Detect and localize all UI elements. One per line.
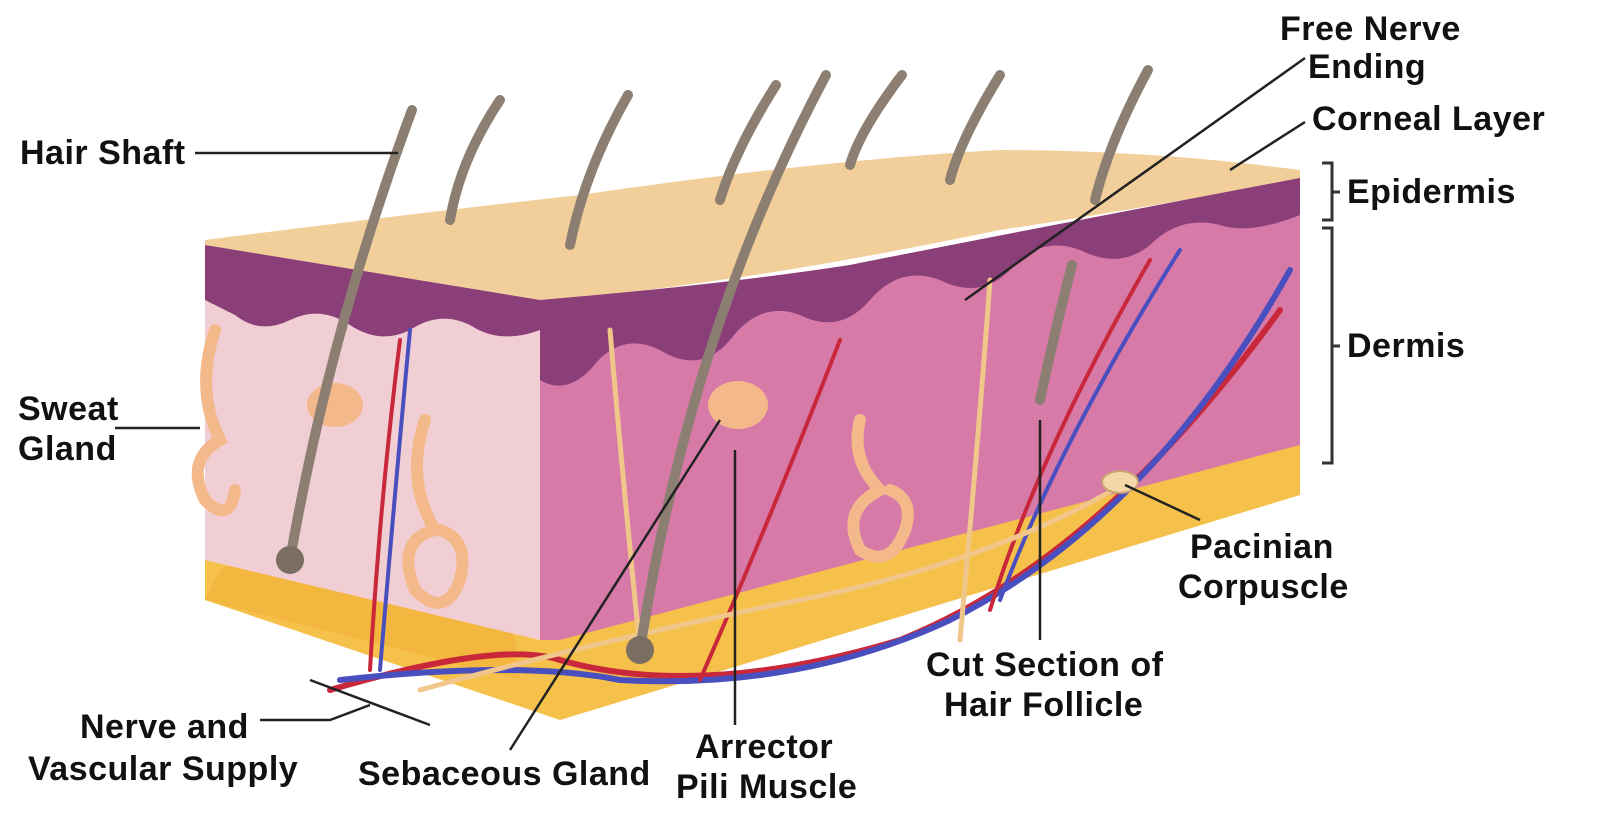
label-free-nerve-ending-line1: Free Nerve bbox=[1280, 10, 1461, 48]
label-cut-section-line1: Cut Section of bbox=[926, 646, 1163, 684]
label-pacinian-corpuscle-line1: Pacinian bbox=[1190, 528, 1334, 566]
layer-brackets bbox=[1322, 163, 1340, 463]
label-corneal-layer: Corneal Layer bbox=[1312, 100, 1545, 138]
label-sweat-gland-line2: Gland bbox=[18, 430, 117, 468]
leader-corneal-layer bbox=[1230, 122, 1305, 170]
label-sebaceous-gland: Sebaceous Gland bbox=[358, 755, 651, 793]
label-dermis: Dermis bbox=[1347, 327, 1465, 365]
label-sweat-gland-line1: Sweat bbox=[18, 390, 119, 428]
label-arrector-line2: Pili Muscle bbox=[676, 768, 857, 806]
label-epidermis: Epidermis bbox=[1347, 173, 1516, 211]
label-nerve-vascular-line2: Vascular Supply bbox=[28, 750, 298, 788]
label-free-nerve-ending-line2: Ending bbox=[1308, 48, 1426, 86]
label-cut-section-line2: Hair Follicle bbox=[944, 686, 1143, 724]
label-nerve-vascular-line1: Nerve and bbox=[80, 708, 249, 746]
label-pacinian-corpuscle-line2: Corpuscle bbox=[1178, 568, 1349, 606]
label-arrector-line1: Arrector bbox=[695, 728, 833, 766]
label-hair-shaft: Hair Shaft bbox=[20, 134, 186, 172]
